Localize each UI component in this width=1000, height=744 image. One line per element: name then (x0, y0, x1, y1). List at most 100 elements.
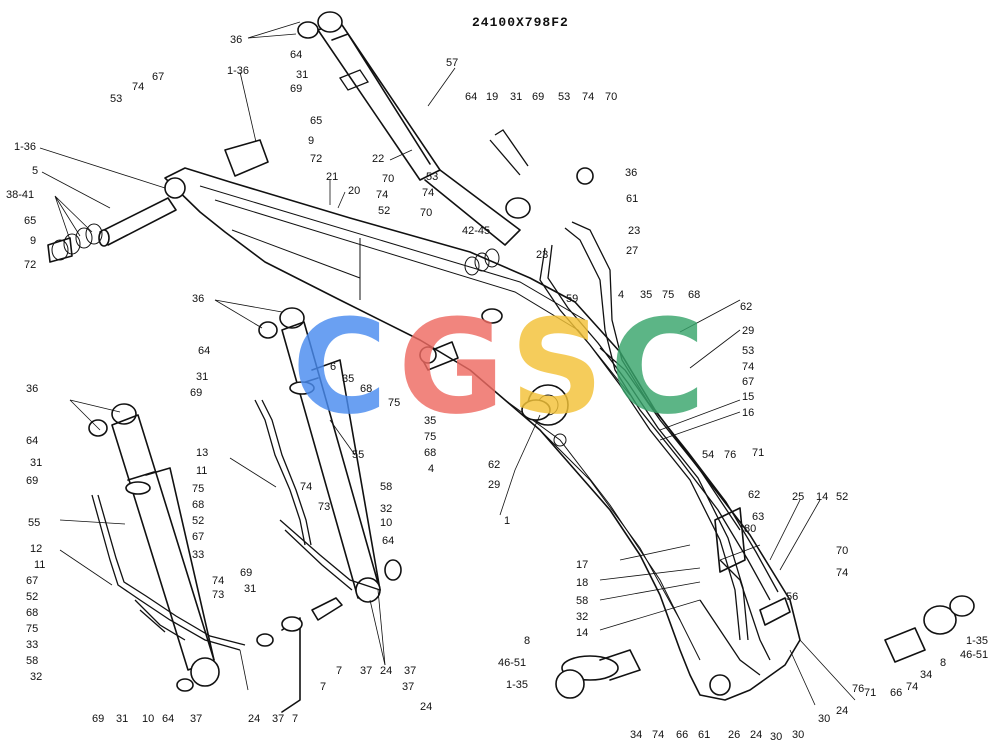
watermark-letter-3: S (510, 291, 604, 443)
callout-label: 75 (424, 431, 436, 443)
callout-label: 64 (382, 535, 394, 547)
callout-label: 71 (864, 687, 876, 699)
callout-label: 5 (32, 165, 38, 177)
callout-label: 35 (424, 415, 436, 427)
callout-label: 52 (836, 491, 848, 503)
callout-label: 70 (382, 173, 394, 185)
callout-label: 23 (536, 249, 548, 261)
callout-label: 33 (192, 549, 204, 561)
callout-label: 8 (524, 635, 530, 647)
callout-label: 10 (142, 713, 154, 725)
callout-label: 18 (576, 577, 588, 589)
watermark-letter-4: C (610, 291, 705, 443)
callout-label: 8 (940, 657, 946, 669)
callout-label: 32 (380, 503, 392, 515)
callout-label: 7 (320, 681, 326, 693)
callout-label: 68 (26, 607, 38, 619)
callout-label: 66 (890, 687, 902, 699)
callout-label: 12 (30, 543, 42, 555)
callout-label: 32 (30, 671, 42, 683)
callout-label: 34 (630, 729, 642, 741)
callout-label: 58 (380, 481, 392, 493)
callout-label: 74 (836, 567, 848, 579)
callout-label: 1-36 (14, 141, 36, 153)
callout-label: 62 (748, 489, 760, 501)
callout-label: 34 (920, 669, 932, 681)
main-boom (164, 139, 801, 701)
callout-label: 33 (26, 639, 38, 651)
callout-label: 76 (724, 449, 736, 461)
callout-label: 31 (244, 583, 256, 595)
callout-label: 64 (162, 713, 174, 725)
callout-label: 58 (26, 655, 38, 667)
callout-label: 46-51 (498, 657, 526, 669)
callout-label: 36 (192, 293, 204, 305)
callout-label: 75 (388, 397, 400, 409)
callout-label: 37 (190, 713, 202, 725)
callout-label: 59 (566, 293, 578, 305)
callout-label: 65 (310, 115, 322, 127)
callout-label: 35 (342, 373, 354, 385)
callout-label: 74 (212, 575, 224, 587)
callout-label: 52 (192, 515, 204, 527)
callout-label: 70 (605, 91, 617, 103)
callout-label: 17 (576, 559, 588, 571)
arm-cylinder (297, 11, 594, 246)
callout-label: 1-35 (966, 635, 988, 647)
callout-label: 7 (336, 665, 342, 677)
callout-label: 74 (582, 91, 594, 103)
callout-label: 67 (742, 376, 754, 388)
callout-label: 64 (26, 435, 38, 447)
callout-label: 4 (618, 289, 624, 301)
callout-label: 69 (92, 713, 104, 725)
callout-label: 32 (576, 611, 588, 623)
callout-label: 68 (688, 289, 700, 301)
callout-label: 75 (662, 289, 674, 301)
pins (47, 197, 975, 713)
callout-label: 38-41 (6, 189, 34, 201)
callout-label: 69 (290, 83, 302, 95)
callout-label: 24 (420, 701, 432, 713)
callout-label: 73 (212, 589, 224, 601)
callout-label: 9 (308, 135, 314, 147)
callout-label: 20 (348, 185, 360, 197)
callout-label: 64 (198, 345, 210, 357)
callout-label: 24 (836, 705, 848, 717)
callout-label: 36 (230, 34, 242, 46)
callout-label: 24 (750, 729, 762, 741)
callout-label: 6 (330, 361, 336, 373)
callout-label: 61 (698, 729, 710, 741)
callout-label: 64 (290, 49, 302, 61)
callout-label: 54 (702, 449, 714, 461)
callout-label: 53 (742, 345, 754, 357)
callout-label: 23 (628, 225, 640, 237)
callout-label: 27 (626, 245, 638, 257)
callout-label: 74 (742, 361, 754, 373)
callout-label: 74 (376, 189, 388, 201)
callout-label: 74 (422, 187, 434, 199)
callout-label: 16 (742, 407, 754, 419)
callout-label: 30 (818, 713, 830, 725)
callout-label: 1-35 (506, 679, 528, 691)
callout-label: 1-36 (227, 65, 249, 77)
callout-label: 22 (372, 153, 384, 165)
callout-label: 14 (816, 491, 828, 503)
callout-label: 11 (196, 465, 207, 477)
drawing-number: 24100X798F2 (472, 15, 569, 30)
callout-label: 15 (742, 391, 754, 403)
callout-label: 74 (132, 81, 144, 93)
callout-label: 55 (28, 517, 40, 529)
callout-label: 66 (676, 729, 688, 741)
callout-label: 24 (248, 713, 260, 725)
callout-label: 29 (742, 325, 754, 337)
callout-label: 74 (652, 729, 664, 741)
callout-label: 53 (558, 91, 570, 103)
callout-label: 69 (26, 475, 38, 487)
callout-label: 69 (240, 567, 252, 579)
callout-label: 35 (640, 289, 652, 301)
callout-label: 42-45 (462, 225, 490, 237)
watermark: C G S C (292, 291, 705, 443)
watermark-letter-2: G (398, 291, 505, 443)
callout-label: 73 (318, 501, 330, 513)
callout-label: 75 (26, 623, 38, 635)
